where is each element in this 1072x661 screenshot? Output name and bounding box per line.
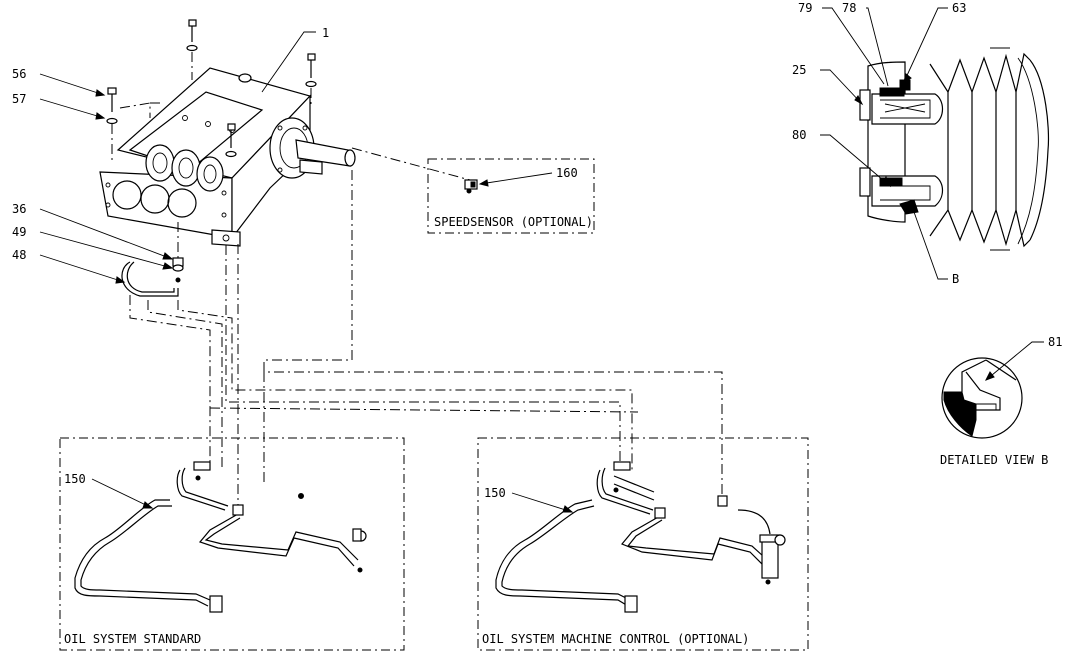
svg-text:48: 48 — [12, 248, 26, 262]
callout-48: 48 — [12, 248, 126, 284]
pump-gearbox — [99, 67, 356, 247]
speed-sensor — [464, 179, 478, 194]
svg-text:150: 150 — [64, 472, 86, 486]
svg-text:80: 80 — [792, 128, 806, 142]
callout-56: 56 — [12, 67, 106, 97]
bellows — [929, 47, 1050, 251]
callout-36: 36 — [12, 202, 174, 260]
svg-text:56: 56 — [12, 67, 26, 81]
bolt-top-1 — [186, 19, 198, 80]
svg-text:OIL SYSTEM STANDARD: OIL SYSTEM STANDARD — [64, 632, 201, 646]
svg-text:79: 79 — [798, 1, 812, 15]
drain-plug — [172, 222, 184, 283]
oil-system-machine-piping — [495, 461, 786, 613]
lower-seal — [871, 175, 944, 215]
callout-1: 1 — [261, 26, 329, 93]
oil-system-standard-piping — [74, 461, 367, 613]
svg-text:81: 81 — [1048, 335, 1062, 349]
svg-text:25: 25 — [792, 63, 806, 77]
bellows-section-view: 79 78 63 25 80 B — [792, 1, 1050, 286]
upper-seal — [871, 79, 944, 125]
svg-text:150: 150 — [484, 486, 506, 500]
speedsensor-box: SPEEDSENSOR (OPTIONAL) 160 — [427, 158, 595, 234]
detailed-view-b: 81 DETAILED VIEW B — [940, 335, 1062, 467]
svg-text:B: B — [952, 272, 959, 286]
callout-57: 57 — [12, 92, 106, 120]
svg-text:49: 49 — [12, 225, 26, 239]
oil-hose-48 — [121, 261, 179, 297]
oil-system-standard-box: OIL SYSTEM STANDARD 150 — [59, 437, 405, 651]
bolt-center — [225, 123, 237, 158]
svg-text:OIL SYSTEM MACHINE CONTROL (OP: OIL SYSTEM MACHINE CONTROL (OPTIONAL) — [482, 632, 749, 646]
svg-text:63: 63 — [952, 1, 966, 15]
bolt-top-2 — [305, 53, 317, 105]
routing-lines — [129, 170, 723, 510]
svg-text:SPEEDSENSOR (OPTIONAL): SPEEDSENSOR (OPTIONAL) — [434, 215, 593, 229]
bolt-56 — [106, 87, 118, 160]
svg-text:1: 1 — [322, 26, 329, 40]
svg-text:160: 160 — [556, 166, 578, 180]
oil-system-machine-control-box: OIL SYSTEM MACHINE CONTROL (OPTIONAL) 15… — [477, 437, 809, 651]
svg-text:78: 78 — [842, 1, 856, 15]
crank-rollers — [145, 144, 224, 192]
svg-text:DETAILED VIEW B: DETAILED VIEW B — [940, 453, 1048, 467]
svg-text:57: 57 — [12, 92, 26, 106]
callout-49: 49 — [12, 225, 174, 270]
svg-text:36: 36 — [12, 202, 26, 216]
